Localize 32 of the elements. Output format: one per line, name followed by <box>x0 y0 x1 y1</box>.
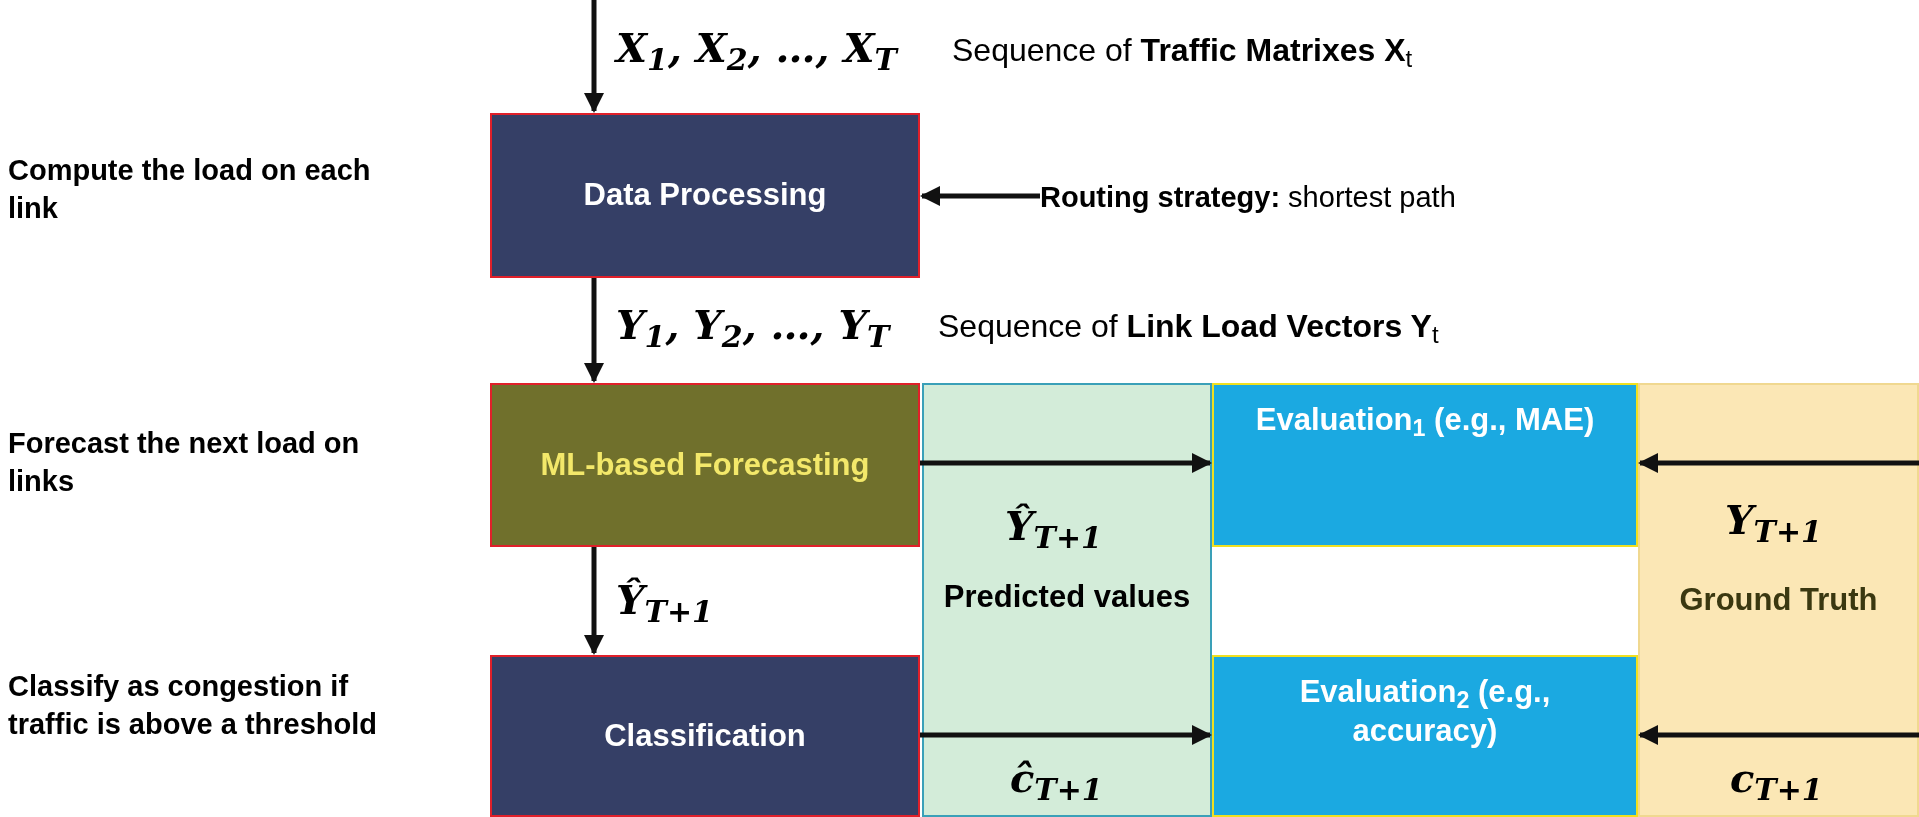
arrow <box>920 453 1212 473</box>
arrow <box>1638 725 1919 745</box>
node-text: Evaluation$_{2}$ (e.g., accuracy) <box>1298 673 1552 750</box>
edge-label: Y$_{T+1}$ <box>1725 500 1822 540</box>
node-text: Classification <box>603 716 807 755</box>
evaluation-box <box>1212 655 1638 817</box>
node-text: Data Processing <box>582 176 828 215</box>
step-description: Compute the load on each link <box>8 153 372 226</box>
process-box <box>490 655 920 817</box>
arrow <box>584 0 604 113</box>
step-description: Classify as congestion if traffic is above a threshold <box>8 669 378 742</box>
arrow <box>584 278 604 383</box>
node-text: ML-based Forecasting <box>539 445 871 484</box>
edge-label: ĉ$_{T+1}$ <box>1010 758 1103 798</box>
process-box <box>490 383 920 547</box>
step-description: Forecast the next load on links <box>8 426 361 499</box>
edge-label: X$_{1}$, X$_{2}$, …, X$_{T}$ <box>616 28 897 68</box>
arrow <box>920 186 1040 206</box>
arrow <box>920 725 1212 745</box>
process-box <box>490 113 920 278</box>
node-text: Evaluation$_{1}$ (e.g., MAE) <box>1254 401 1596 440</box>
sequence-note: Sequence of Traffic Matrixes X$_{t}$ <box>952 34 1413 66</box>
panel-text: Predicted values <box>942 578 1192 616</box>
edge-label: Y$_{1}$, Y$_{2}$, …, Y$_{T}$ <box>616 305 890 345</box>
evaluation-box <box>1212 383 1638 547</box>
edge-label: c$_{T+1}$ <box>1730 758 1823 798</box>
arrow <box>1638 453 1919 473</box>
arrow <box>584 547 604 655</box>
node-text: Routing strategy: shortest path <box>1040 179 1456 215</box>
node-text: Ground Truth <box>1678 580 1879 619</box>
panel <box>1638 383 1919 817</box>
sequence-note: Sequence of Link Load Vectors Y$_{t}$ <box>938 310 1439 342</box>
